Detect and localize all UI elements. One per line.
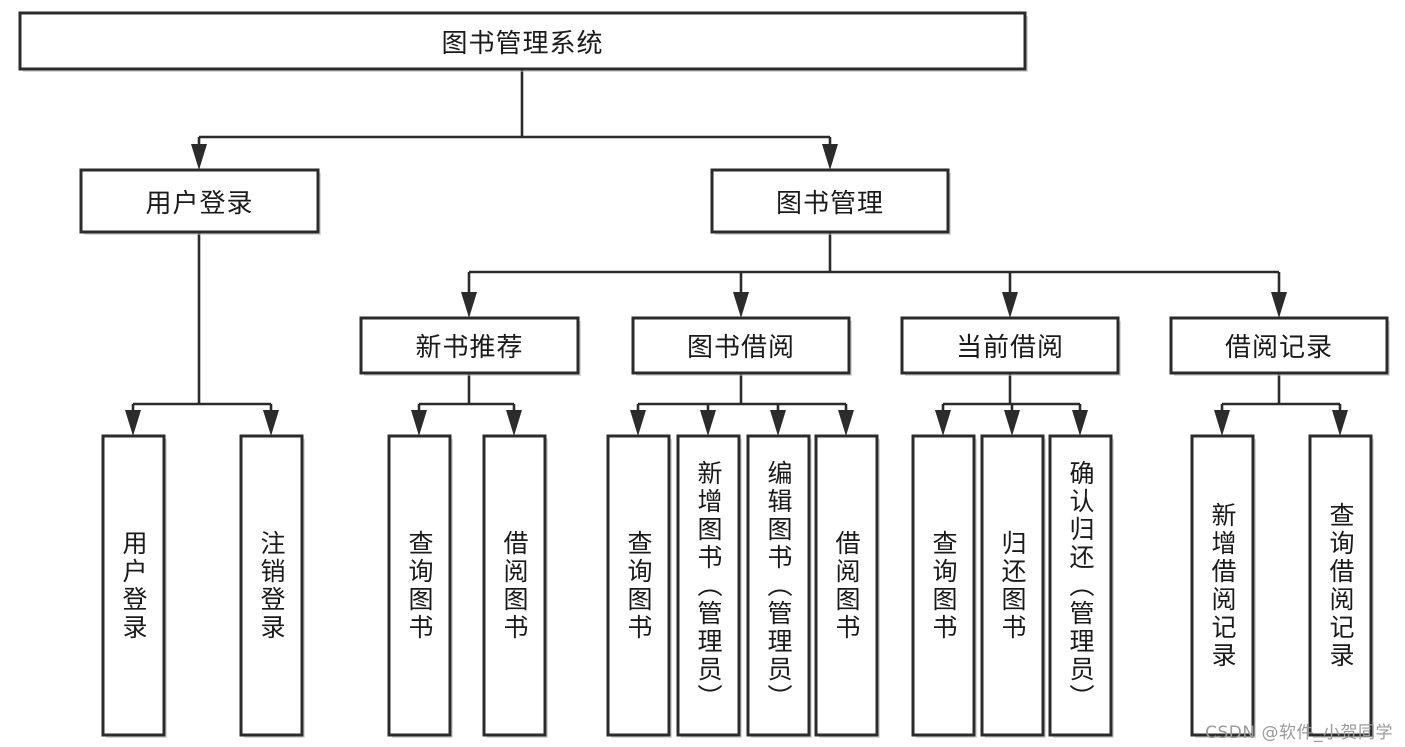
arrow-head-icon — [1332, 410, 1348, 436]
conn-bookmgmt-to-level3 — [461, 232, 1287, 318]
arrow-head-icon — [1214, 410, 1230, 436]
arrow-head-icon — [700, 410, 716, 436]
node-new-book-recommend[interactable] — [359, 316, 580, 375]
arrow-head-icon — [822, 144, 838, 170]
node-leaf-query-borrow-record[interactable] — [1308, 434, 1373, 737]
node-leaf-user-login[interactable] — [101, 434, 166, 737]
boxes-layer — [18, 11, 1390, 738]
conn-current-to-leaves — [935, 373, 1088, 436]
arrow-head-icon — [461, 292, 477, 318]
node-leaf-logout-login[interactable] — [239, 434, 304, 737]
arrow-head-icon — [1072, 410, 1088, 436]
node-leaf-add-borrow-record[interactable] — [1190, 434, 1255, 737]
node-leaf-query-book-borrow[interactable] — [606, 434, 671, 737]
arrow-head-icon — [263, 410, 279, 436]
watermark-text: CSDN @软件_小贺同学 — [1205, 723, 1393, 743]
node-leaf-query-book-current[interactable] — [911, 434, 976, 737]
node-book-borrow[interactable] — [631, 316, 851, 375]
arrow-head-icon — [630, 410, 646, 436]
node-book-management[interactable] — [710, 168, 950, 234]
node-user-login[interactable] — [79, 168, 320, 234]
arrow-head-icon — [770, 410, 786, 436]
conn-userlogin-to-leaves — [125, 232, 279, 436]
node-leaf-borrow-book-recommend[interactable] — [482, 434, 547, 737]
arrow-head-icon — [1271, 292, 1287, 318]
node-borrow-record[interactable] — [1169, 316, 1389, 375]
node-leaf-confirm-return-admin[interactable] — [1048, 434, 1113, 737]
node-leaf-borrow-book[interactable] — [814, 434, 879, 737]
arrow-head-icon — [191, 144, 207, 170]
conn-record-to-leaves — [1214, 373, 1348, 436]
arrow-head-icon — [411, 410, 427, 436]
conn-root-to-level2 — [191, 69, 838, 170]
arrow-head-icon — [1004, 410, 1020, 436]
arrow-head-icon — [838, 410, 854, 436]
node-current-borrow[interactable] — [900, 316, 1120, 375]
connectors-layer — [125, 69, 1348, 436]
conn-borrow-to-leaves — [630, 373, 854, 436]
arrow-head-icon — [733, 292, 749, 318]
node-leaf-query-book-recommend[interactable] — [387, 434, 452, 737]
node-leaf-add-book-admin[interactable] — [676, 434, 741, 737]
node-leaf-return-book[interactable] — [980, 434, 1045, 737]
arrow-head-icon — [125, 410, 141, 436]
arrow-head-icon — [1002, 292, 1018, 318]
node-leaf-edit-book-admin[interactable] — [746, 434, 811, 737]
arrow-head-icon — [935, 410, 951, 436]
node-root[interactable] — [18, 11, 1027, 71]
arrow-head-icon — [506, 410, 522, 436]
conn-recommend-to-leaves — [411, 373, 522, 436]
